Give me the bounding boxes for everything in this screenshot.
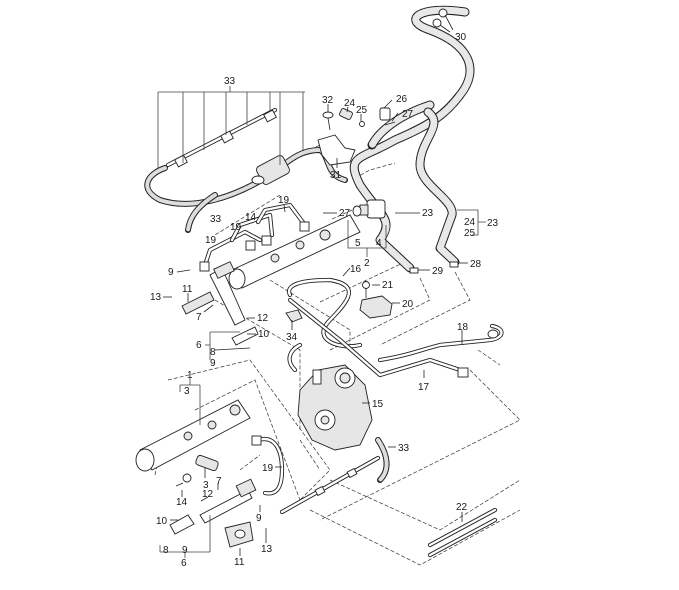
heat-shield-11-upper: [181, 291, 215, 315]
callout-5: 5: [355, 238, 361, 249]
callout-11: 11: [234, 557, 245, 568]
pressure-sensor-4[interactable]: [359, 199, 386, 219]
high-pressure-pump-15[interactable]: [297, 364, 373, 451]
hp-line-17[interactable]: [287, 297, 469, 378]
hp-line-16[interactable]: [287, 277, 363, 349]
hp-line-18[interactable]: [377, 323, 504, 363]
washer-25: [359, 121, 365, 127]
callout-34: 34: [286, 332, 298, 343]
fuel-rail-upper[interactable]: [228, 214, 361, 290]
fuel-line-33-assembly[interactable]: [165, 107, 278, 168]
callout-6: 6: [181, 558, 187, 569]
clip-27: [384, 121, 396, 126]
callout-19: 19: [262, 463, 274, 474]
callout-23: 23: [487, 218, 499, 229]
fuel-hose-33-lower[interactable]: [375, 437, 390, 483]
callout-33: 33: [398, 443, 410, 454]
callout-8: 8: [163, 545, 169, 556]
hose-clamps-30: [432, 8, 448, 28]
bolt-21: [362, 281, 370, 298]
callout-29: 29: [432, 266, 444, 277]
callout-19: 19: [278, 195, 290, 206]
callout-25: 25: [356, 105, 368, 116]
callout-19: 19: [205, 235, 217, 246]
leader-lines: [157, 14, 486, 558]
callout-10: 10: [156, 516, 168, 527]
callout-10: 10: [258, 329, 270, 340]
callout-32: 32: [322, 95, 334, 106]
callout-24: 24: [464, 217, 476, 228]
callout-1: 1: [187, 370, 193, 381]
o-ring-5: [352, 205, 362, 217]
callout-7: 7: [196, 312, 202, 323]
injector-lower[interactable]: [199, 478, 257, 524]
injector-upper[interactable]: [209, 261, 246, 326]
sensor-20[interactable]: [359, 295, 393, 319]
callout-22: 22: [456, 502, 468, 513]
callout-9: 9: [168, 267, 174, 278]
callout-21: 21: [382, 280, 394, 291]
heat-shield-11-lower: [224, 521, 254, 548]
callout-12: 12: [202, 489, 214, 500]
callout-labels: 33 30 32 24 25 26 27 31 19 27 23 24 25 2…: [150, 32, 499, 569]
fuel-line-33-lower[interactable]: [279, 455, 381, 515]
callout-26: 26: [396, 94, 408, 105]
callout-3: 3: [184, 386, 190, 397]
injector-pipes-19-upper[interactable]: [199, 202, 310, 272]
callout-13: 13: [261, 544, 273, 555]
fuel-return-hose-23-outer[interactable]: [367, 100, 460, 267]
callout-14: 14: [176, 497, 188, 508]
callout-17: 17: [418, 382, 430, 393]
connector-34[interactable]: [285, 309, 303, 323]
screw-32: [322, 111, 334, 131]
injector-pipe-19-lower[interactable]: [251, 435, 285, 496]
pressure-sensor-3[interactable]: [195, 454, 219, 472]
fuel-return-hose-23[interactable]: [349, 5, 475, 273]
callout-3: 3: [203, 480, 209, 491]
fuel-rail-lower[interactable]: [135, 399, 251, 472]
fuel-filter[interactable]: [251, 154, 291, 186]
callout-9: 9: [210, 358, 216, 369]
clamp-10-upper: [231, 326, 259, 346]
callout-9: 9: [182, 545, 188, 556]
callout-12: 12: [257, 313, 269, 324]
callout-33: 33: [210, 214, 222, 225]
bracket-31: [317, 134, 356, 166]
tool-22: [427, 507, 498, 558]
callout-18: 18: [457, 322, 469, 333]
callout-15: 15: [372, 399, 384, 410]
callout-25: 25: [464, 228, 476, 239]
bolt-14-lower: [175, 473, 192, 487]
callout-4: 4: [376, 238, 382, 249]
callout-28: 28: [470, 259, 482, 270]
callout-16: 16: [350, 264, 362, 275]
callout-31: 31: [330, 170, 342, 181]
assembly-guide-lines: [154, 139, 521, 566]
callout-7: 7: [216, 476, 222, 487]
callout-20: 20: [402, 299, 414, 310]
callout-2: 2: [364, 258, 370, 269]
callout-8: 8: [210, 347, 216, 358]
callout-27: 27: [402, 109, 414, 120]
callout-24: 24: [344, 98, 356, 109]
callout-33: 33: [224, 76, 236, 87]
callout-27: 27: [339, 208, 351, 219]
sensor-24: [339, 108, 353, 120]
callout-19: 19: [230, 222, 242, 233]
callout-30: 30: [455, 32, 467, 43]
callout-14: 14: [245, 212, 257, 223]
callout-11: 11: [182, 284, 193, 295]
fitting-26: [379, 107, 391, 121]
callout-13: 13: [150, 292, 162, 303]
callout-23: 23: [422, 208, 434, 219]
callout-6: 6: [196, 340, 202, 351]
clamp-10-lower: [169, 514, 195, 535]
callout-9: 9: [256, 513, 262, 524]
hose-clips-28-29: [409, 261, 459, 274]
